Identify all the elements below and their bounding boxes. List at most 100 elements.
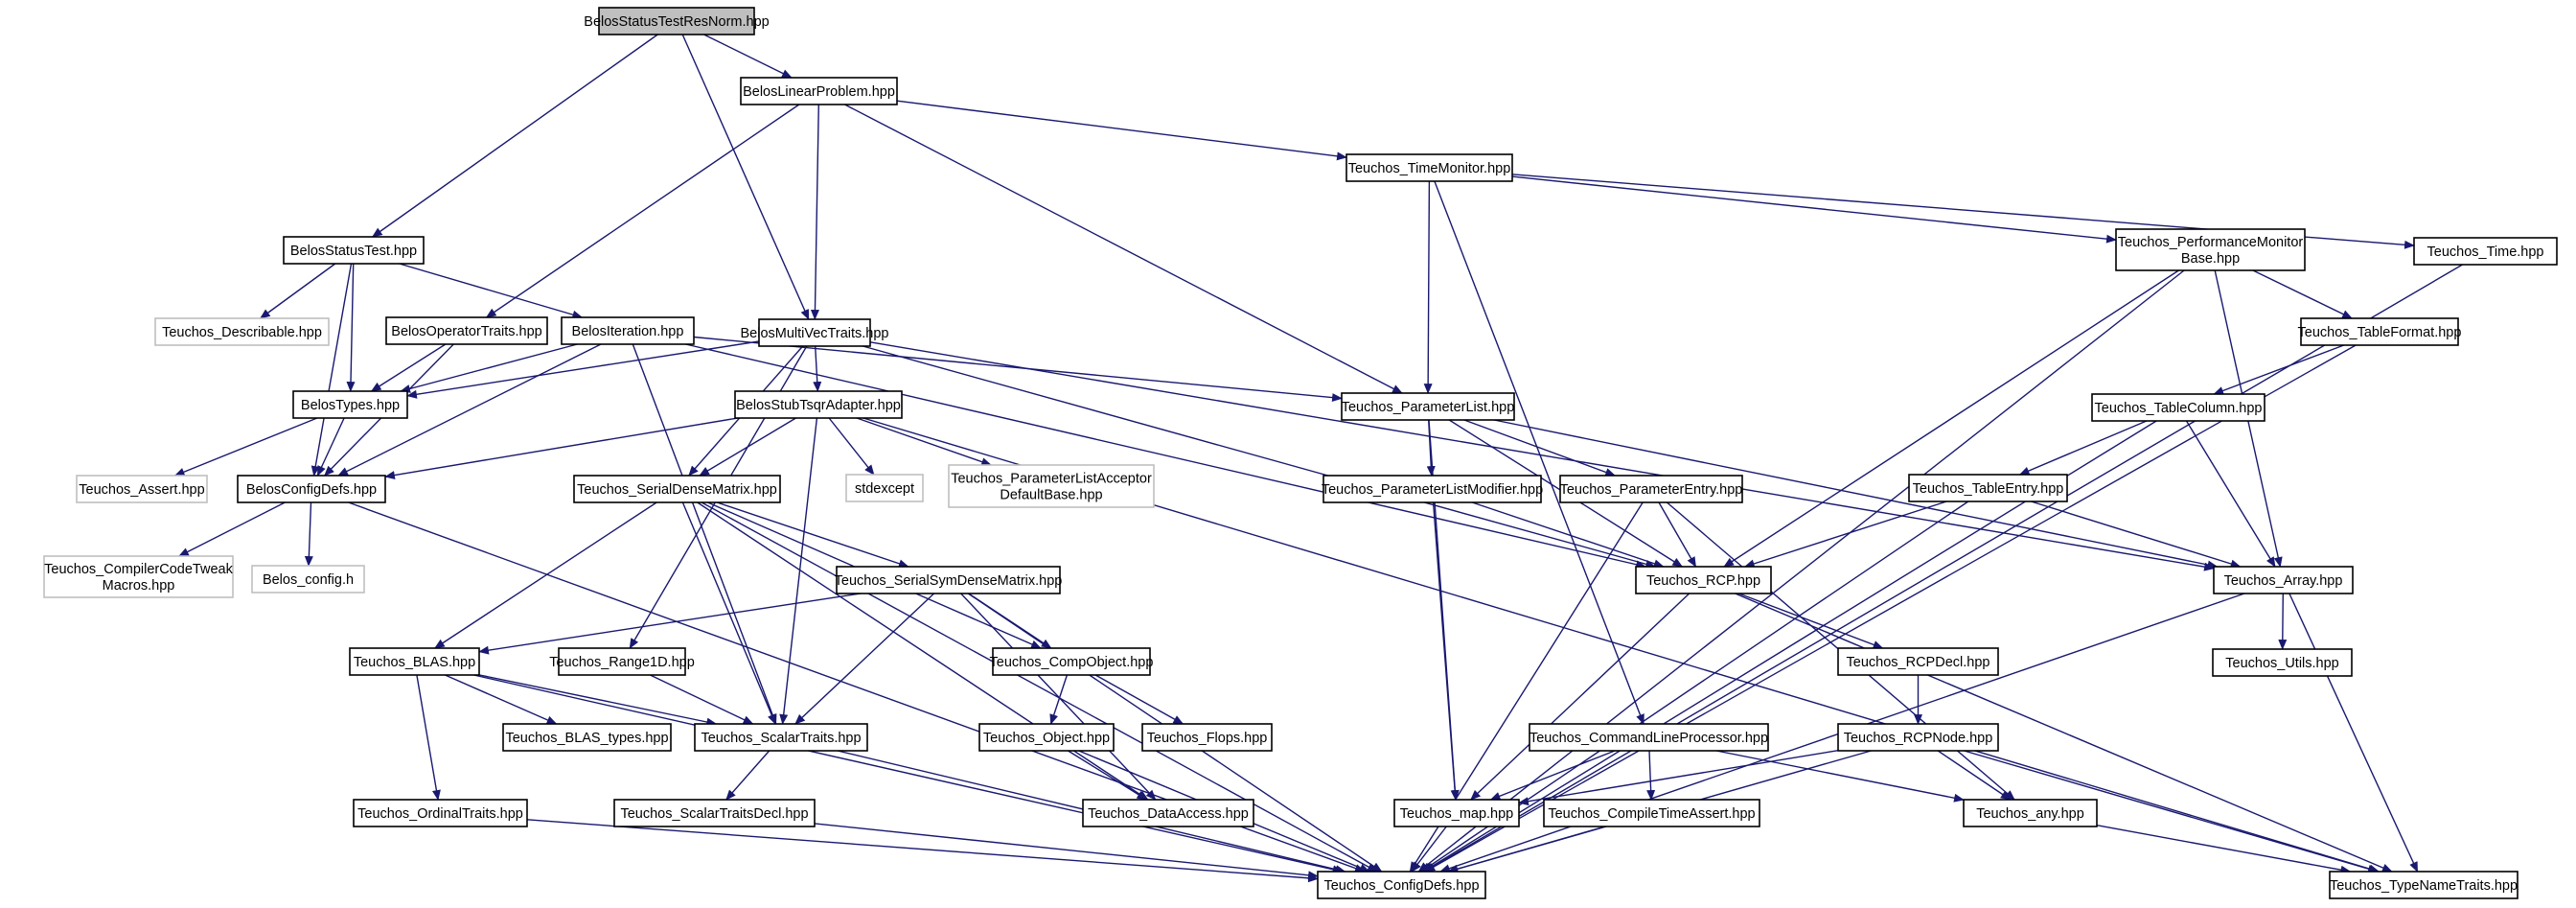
node-teuchos-scalar-traits-decl[interactable]: Teuchos_ScalarTraitsDecl.hpp (613, 799, 816, 827)
edge-belos-iteration-to-belos-types (400, 343, 578, 393)
edge-teuchos-parameter-list-modifier-to-teuchos-rcp (1471, 501, 1665, 569)
node-belos-stub-tsqr-adapter[interactable]: BelosStubTsqrAdapter.hpp (734, 390, 903, 419)
edge-teuchos-rcp-to-teuchos-map (1470, 593, 1690, 801)
node-box (349, 647, 480, 676)
edge-teuchos-serial-sym-dense-matrix-to-teuchos-blas (478, 593, 861, 655)
edge-teuchos-compile-time-assert-to-teuchos-config-defs (1447, 826, 1605, 873)
node-belos-status-test[interactable]: BelosStatusTest.hpp (283, 236, 425, 265)
edge-belos-operator-traits-to-belos-types (370, 343, 447, 392)
node-label: BelosTypes.hpp (301, 398, 400, 413)
node-label: Teuchos_RCPDecl.hpp (1847, 655, 1990, 670)
edge-teuchos-map-to-teuchos-config-defs (1411, 826, 1447, 873)
node-teuchos-parameter-list-acceptor-default-base: Teuchos_ParameterListAcceptorDefaultBase… (948, 464, 1155, 508)
edge-teuchos-rcp-node-to-teuchos-type-name-traits (1964, 750, 2379, 873)
node-label: Teuchos_ParameterList.hpp (1342, 400, 1515, 415)
edge-belos-config-defs-to-belos-config-h (304, 501, 313, 567)
node-label: Teuchos_ParameterListAcceptor (951, 472, 1152, 487)
node-label: BelosStatusTest.hpp (290, 244, 417, 259)
edge-teuchos-rcp-node-to-teuchos-map (1518, 750, 1839, 806)
node-label: Teuchos_CommandLineProcessor.hpp (1530, 731, 1768, 746)
edge-teuchos-table-entry-to-teuchos-array (2031, 501, 2242, 569)
node-teuchos-utils[interactable]: Teuchos_Utils.hpp (2212, 648, 2353, 677)
edge-teuchos-parameter-list-to-teuchos-array (1493, 419, 2219, 570)
node-box (740, 77, 898, 105)
node-teuchos-parameter-entry[interactable]: Teuchos_ParameterEntry.hpp (1559, 475, 1743, 503)
node-teuchos-table-entry[interactable]: Teuchos_TableEntry.hpp (1908, 474, 2068, 502)
node-box (1837, 647, 1999, 676)
node-teuchos-time-monitor[interactable]: Teuchos_TimeMonitor.hpp (1346, 153, 1513, 182)
node-box (385, 316, 548, 345)
node-teuchos-comp-object[interactable]: Teuchos_CompObject.hpp (990, 647, 1154, 676)
edge-belos-types-to-belos-config-defs (316, 417, 345, 477)
edge-belos-status-test-to-belos-config-defs (310, 263, 353, 477)
node-teuchos-serial-dense-matrix[interactable]: Teuchos_SerialDenseMatrix.hpp (573, 475, 781, 503)
node-box (43, 555, 234, 598)
node-belos-linear-problem[interactable]: BelosLinearProblem.hpp (740, 77, 898, 105)
edge-belos-status-test-to-teuchos-describable (259, 263, 336, 319)
node-teuchos-type-name-traits[interactable]: Teuchos_TypeNameTraits.hpp (2329, 871, 2518, 899)
node-teuchos-serial-sym-dense-matrix[interactable]: Teuchos_SerialSymDenseMatrix.hpp (835, 566, 1063, 594)
node-box (2212, 648, 2353, 677)
node-label: Macros.hpp (103, 578, 175, 594)
edge-belos-linear-problem-to-belos-operator-traits (485, 104, 800, 318)
node-teuchos-table-column[interactable]: Teuchos_TableColumn.hpp (2091, 393, 2266, 422)
node-box (283, 236, 425, 265)
node-teuchos-data-access[interactable]: Teuchos_DataAccess.hpp (1082, 799, 1254, 827)
node-teuchos-flops[interactable]: Teuchos_Flops.hpp (1141, 723, 1273, 752)
node-teuchos-array[interactable]: Teuchos_Array.hpp (2213, 566, 2354, 594)
node-label: Teuchos_BLAS_types.hpp (505, 731, 668, 746)
node-label: stdexcept (855, 481, 914, 497)
node-box (573, 475, 781, 503)
edge-teuchos-command-line-processor-to-teuchos-map (1489, 750, 1616, 801)
node-teuchos-blas-types[interactable]: Teuchos_BLAS_types.hpp (502, 723, 672, 752)
node-label: BelosStatusTestResNorm.hpp (584, 14, 769, 30)
node-label: Base.hpp (2181, 251, 2240, 267)
node-teuchos-range1d[interactable]: Teuchos_Range1D.hpp (549, 647, 695, 676)
node-teuchos-any[interactable]: Teuchos_any.hpp (1963, 799, 2098, 827)
node-box (845, 474, 924, 502)
node-belos-config-defs[interactable]: BelosConfigDefs.hpp (237, 475, 386, 503)
node-belos-multivec-traits[interactable]: BelosMultiVecTraits.hpp (740, 318, 889, 347)
edge-teuchos-parameter-list-modifier-to-teuchos-map (1432, 501, 1460, 801)
edge-teuchos-array-to-teuchos-type-name-traits (2288, 593, 2419, 873)
dependency-edges (173, 34, 2463, 883)
edge-teuchos-rcp-to-teuchos-type-name-traits (1735, 593, 2393, 873)
node-teuchos-command-line-processor[interactable]: Teuchos_CommandLineProcessor.hpp (1529, 723, 1769, 752)
node-teuchos-rcp-node[interactable]: Teuchos_RCPNode.hpp (1837, 723, 1999, 752)
node-teuchos-time[interactable]: Teuchos_Time.hpp (2413, 237, 2558, 266)
node-teuchos-compile-time-assert[interactable]: Teuchos_CompileTimeAssert.hpp (1543, 799, 1760, 827)
edge-teuchos-performance-monitor-base-to-teuchos-config-defs (1417, 269, 2185, 873)
edge-belos-status-test-to-belos-iteration (399, 263, 584, 319)
node-teuchos-scalar-traits[interactable]: Teuchos_ScalarTraits.hpp (694, 723, 868, 752)
node-label: Teuchos_TableColumn.hpp (2095, 401, 2263, 416)
edge-teuchos-performance-monitor-base-to-teuchos-rcp (1723, 269, 2179, 568)
edge-belos-linear-problem-to-belos-multivec-traits (810, 104, 819, 320)
edge-teuchos-rcp-to-teuchos-rcp-decl (1738, 593, 1884, 649)
edge-teuchos-any-to-teuchos-type-name-traits (2096, 825, 2352, 874)
node-label: Teuchos_Array.hpp (2224, 573, 2343, 589)
node-teuchos-object[interactable]: Teuchos_Object.hpp (978, 723, 1115, 752)
node-teuchos-ordinal-traits[interactable]: Teuchos_OrdinalTraits.hpp (353, 799, 528, 827)
node-teuchos-rcp-decl[interactable]: Teuchos_RCPDecl.hpp (1837, 647, 1999, 676)
edge-belos-stub-tsqr-adapter-to-teuchos-scalar-traits (779, 417, 818, 725)
edge-belos-iteration-to-belos-config-defs (337, 343, 602, 477)
node-belos-operator-traits[interactable]: BelosOperatorTraits.hpp (385, 316, 548, 345)
node-box (76, 475, 208, 503)
node-teuchos-parameter-list-modifier[interactable]: Teuchos_ParameterListModifier.hpp (1322, 475, 1543, 503)
node-teuchos-blas[interactable]: Teuchos_BLAS.hpp (349, 647, 480, 676)
node-belos-iteration[interactable]: BelosIteration.hpp (561, 316, 695, 345)
edge-teuchos-parameter-list-to-teuchos-parameter-entry (1463, 419, 1616, 477)
node-teuchos-map[interactable]: Teuchos_map.hpp (1393, 799, 1520, 827)
node-belos-status-test-res-norm[interactable]: BelosStatusTestResNorm.hpp (584, 7, 770, 35)
node-teuchos-config-defs[interactable]: Teuchos_ConfigDefs.hpp (1317, 871, 1486, 899)
node-belos-types[interactable]: BelosTypes.hpp (292, 390, 408, 419)
node-teuchos-parameter-list[interactable]: Teuchos_ParameterList.hpp (1341, 392, 1515, 421)
node-teuchos-rcp[interactable]: Teuchos_RCP.hpp (1635, 566, 1772, 594)
edge-teuchos-table-format-to-teuchos-config-defs (1424, 344, 2357, 873)
node-label: Teuchos_ConfigDefs.hpp (1323, 878, 1479, 894)
edge-belos-multivec-traits-to-belos-stub-tsqr-adapter (813, 345, 822, 392)
edge-teuchos-serial-dense-matrix-to-teuchos-blas (434, 501, 657, 649)
node-teuchos-table-format[interactable]: Teuchos_TableFormat.hpp (2298, 317, 2462, 346)
node-box (1543, 799, 1760, 827)
